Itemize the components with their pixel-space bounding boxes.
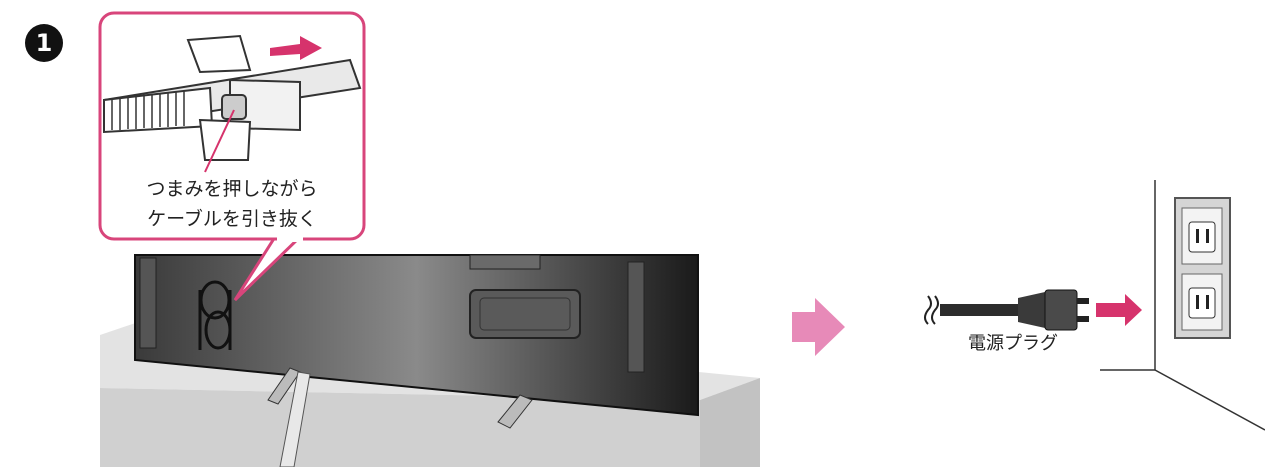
power-plug-icon — [925, 290, 1142, 330]
callout-text: つまみを押しながら ケーブルを引き抜く — [100, 174, 364, 234]
callout-line-2: ケーブルを引き抜く — [100, 204, 364, 234]
step-number-badge: 1 — [25, 24, 63, 62]
right-arrow-icon — [792, 298, 845, 356]
plug-label: 電源プラグ — [968, 329, 1058, 359]
callout-line-1: つまみを押しながら — [100, 174, 364, 204]
